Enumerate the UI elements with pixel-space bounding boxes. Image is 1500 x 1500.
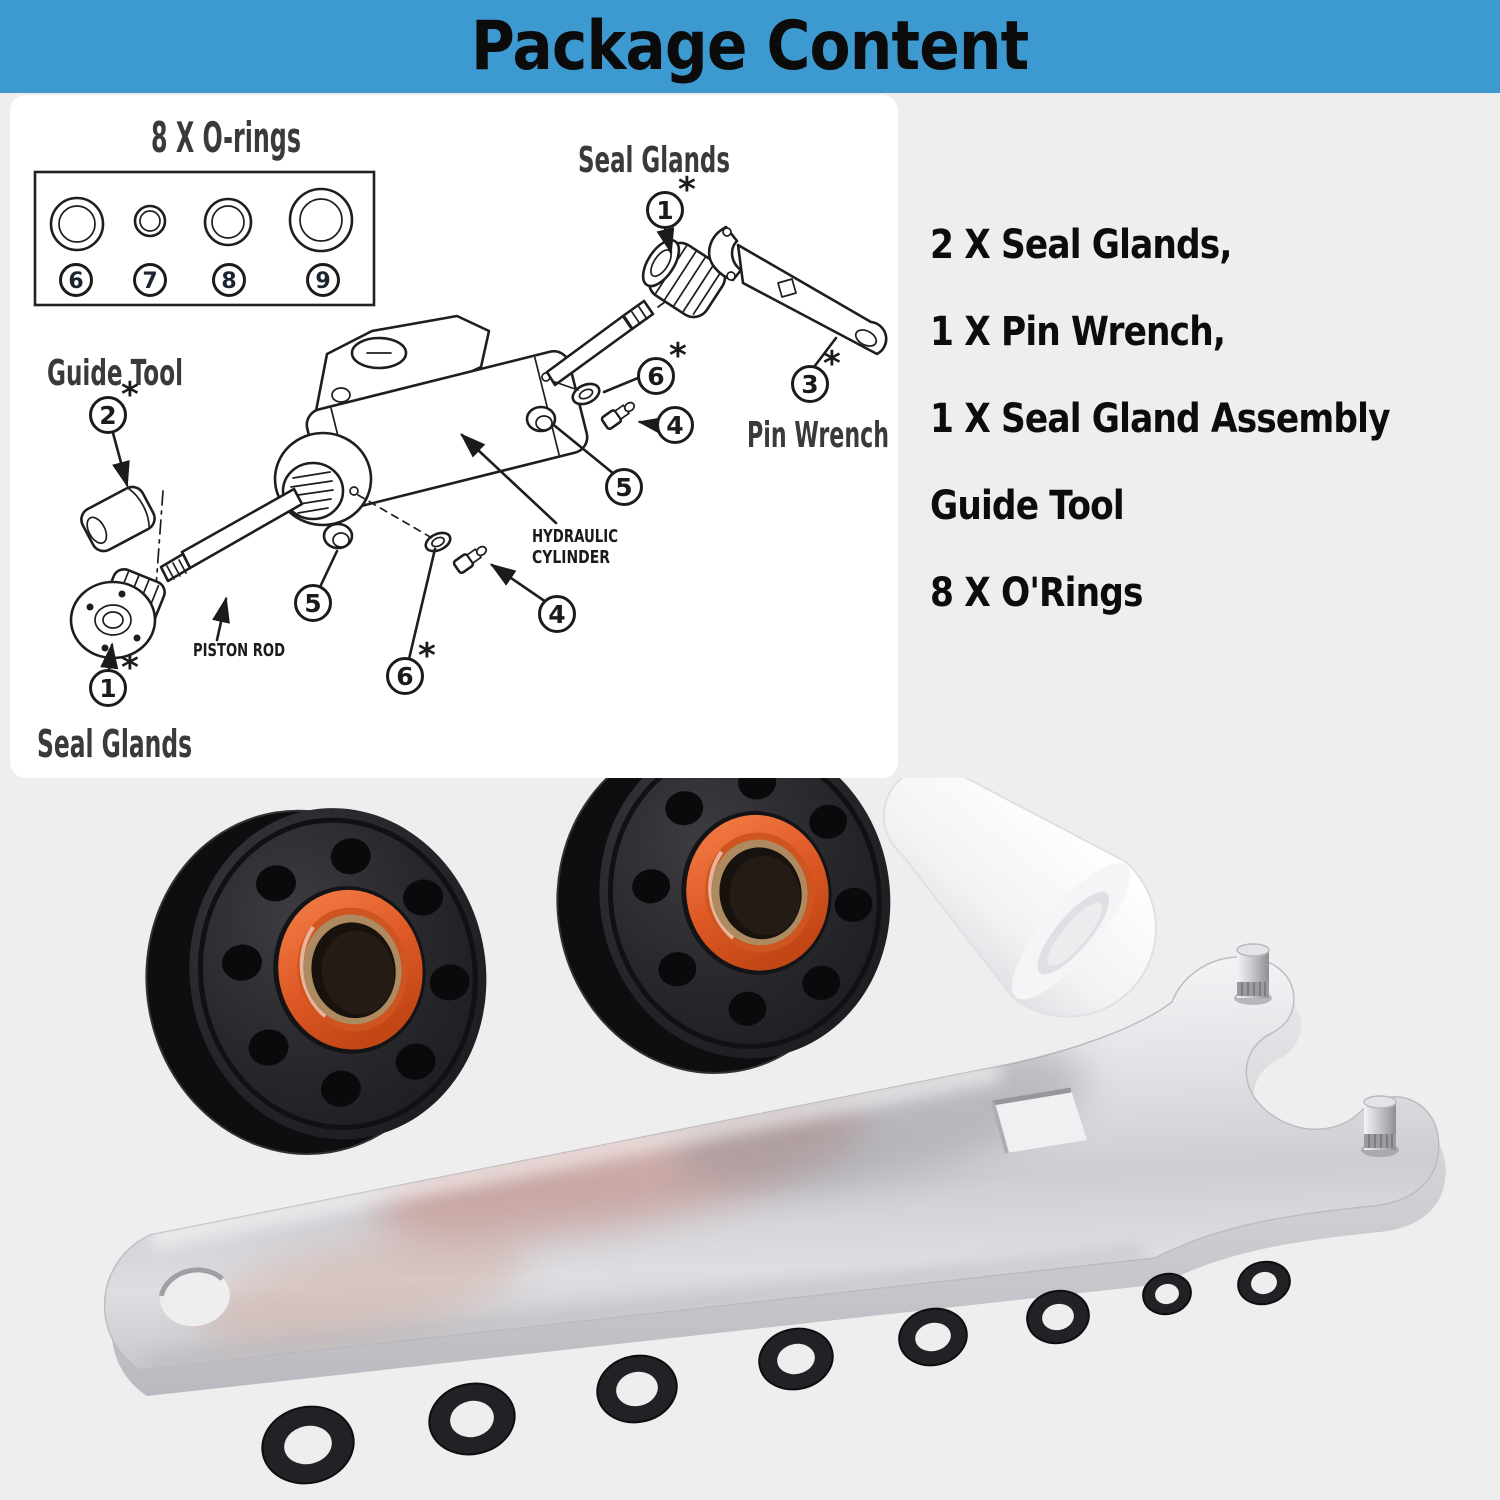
wrench-square-hole — [991, 1087, 1087, 1154]
port-boss-lower — [322, 522, 354, 550]
wrench-handle-hole — [158, 1267, 230, 1327]
seal-gland-photo-left — [145, 808, 487, 1155]
label-guide-tool: Guide Tool — [47, 353, 183, 394]
label-hydraulic-cylinder-1: HYDRAULIC — [532, 526, 618, 547]
list-item-guide-tool-1: 1 X Seal Gland Assembly — [930, 396, 1391, 442]
product-photo — [103, 778, 1446, 1485]
svg-text:6: 6 — [647, 362, 664, 391]
svg-text:4: 4 — [548, 600, 565, 629]
label-seal-glands-bottom: Seal Glands — [37, 722, 192, 766]
label-pin-wrench: Pin Wrench — [747, 415, 889, 456]
wrench-pin-lower — [1361, 1095, 1399, 1157]
orings-box-title: 8 X O-rings — [151, 113, 301, 162]
leader-lines — [100, 226, 838, 672]
oring-number-7: 7 — [133, 263, 167, 297]
label-hydraulic-cylinder-2: CYLINDER — [532, 547, 610, 568]
svg-text:*: * — [121, 648, 139, 688]
svg-text:1: 1 — [99, 674, 116, 703]
oring-drawing-9 — [288, 187, 354, 253]
callout-1-bottom: 1 * — [89, 648, 139, 707]
oring-drawing-8 — [203, 197, 253, 247]
oring-drawing-6 — [49, 196, 105, 252]
header-banner: Package Content — [0, 0, 1500, 93]
svg-text:5: 5 — [304, 589, 321, 618]
svg-text:2: 2 — [99, 401, 116, 430]
pin-wrench-drawing — [707, 225, 888, 356]
svg-text:*: * — [678, 170, 696, 210]
svg-text:*: * — [121, 375, 139, 415]
oring-photo-4 — [758, 1327, 834, 1391]
svg-text:5: 5 — [615, 473, 632, 502]
fitting-lower — [452, 545, 488, 575]
oring-photo-2 — [428, 1382, 516, 1456]
oring-drawing-7 — [133, 204, 167, 238]
package-contents-list: 2 X Seal Glands, 1 X Pin Wrench, 1 X Sea… — [930, 200, 1500, 660]
svg-text:6: 6 — [68, 269, 83, 294]
orings-photo — [261, 1260, 1291, 1485]
svg-text:7: 7 — [142, 269, 157, 294]
list-item-seal-glands: 2 X Seal Glands, — [930, 222, 1233, 268]
pin-wrench-photo — [103, 943, 1446, 1396]
callout-2: 2 * — [89, 375, 139, 434]
oring-number-6: 6 — [59, 263, 93, 297]
washer-lower — [424, 531, 452, 553]
callout-5-upper: 5 — [605, 468, 643, 506]
callout-1-top: 1 * — [646, 170, 696, 229]
guide-tool-drawing — [80, 485, 156, 553]
oring-photo-8 — [1237, 1260, 1291, 1306]
port-boss-upper — [525, 405, 557, 433]
oring-photo-1 — [261, 1405, 355, 1485]
svg-text:*: * — [418, 636, 436, 676]
svg-text:*: * — [823, 344, 841, 384]
svg-text:1: 1 — [656, 196, 673, 225]
svg-text:3: 3 — [801, 370, 818, 399]
oring-photo-7 — [1142, 1272, 1192, 1316]
callout-4-upper: 4 — [656, 406, 694, 444]
svg-text:*: * — [669, 336, 687, 376]
label-seal-glands-top: Seal Glands — [578, 140, 730, 181]
list-item-guide-tool-2: Guide Tool — [930, 483, 1125, 529]
washer-upper — [571, 382, 601, 406]
callout-6-lower: 6 * — [386, 636, 436, 695]
svg-text:8: 8 — [221, 269, 236, 294]
callout-4-lower: 4 — [538, 595, 576, 633]
orings-box: 8 X O-rings 6 7 8 9 — [33, 113, 376, 307]
callout-5-lower: 5 — [294, 584, 332, 622]
seal-gland-drawing-bottom — [69, 567, 166, 660]
fitting-upper — [600, 401, 636, 431]
callout-6-upper: 6 * — [637, 336, 687, 395]
wrench-pin-upper — [1234, 943, 1272, 1005]
guide-tool-photo — [882, 778, 1157, 1018]
exploded-diagram: 8 X O-rings 6 7 8 9 Seal G — [33, 113, 889, 766]
list-item-pin-wrench: 1 X Pin Wrench, — [930, 309, 1226, 355]
svg-text:4: 4 — [666, 411, 683, 440]
oring-photo-3 — [596, 1354, 678, 1424]
oring-photo-5 — [898, 1307, 968, 1367]
oring-number-9: 9 — [306, 263, 340, 297]
oring-photo-6 — [1026, 1289, 1090, 1345]
oring-number-8: 8 — [212, 263, 246, 297]
orings-box-frame — [33, 170, 376, 307]
svg-text:9: 9 — [315, 269, 330, 294]
exploded-diagram-panel: 8 X O-rings 6 7 8 9 Seal G — [10, 95, 898, 778]
page-title: Package Content — [471, 7, 1029, 86]
callout-3: 3 * — [791, 344, 841, 403]
list-item-orings: 8 X O'Rings — [930, 570, 1143, 616]
label-piston-rod: PISTON ROD — [193, 640, 285, 661]
seal-gland-photo-right — [556, 778, 891, 1074]
svg-text:6: 6 — [396, 662, 413, 691]
hydraulic-cylinder-drawing — [159, 257, 727, 583]
